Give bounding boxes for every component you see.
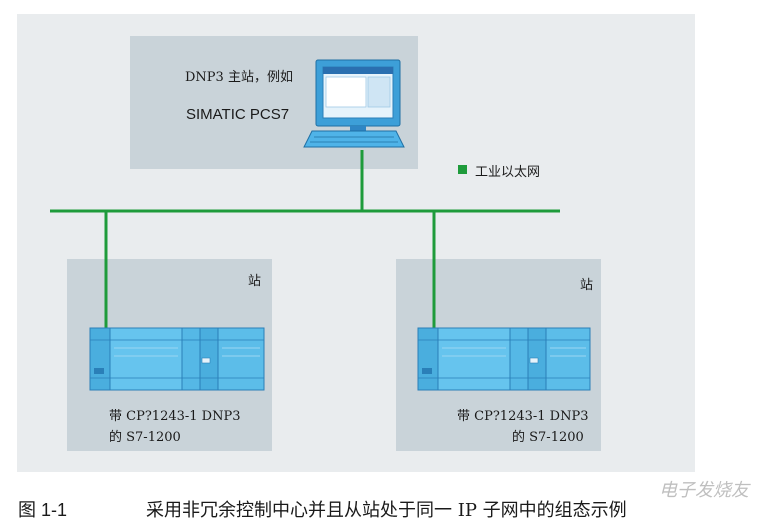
watermark: 电子发烧友	[659, 480, 749, 501]
plc-device-right	[417, 327, 591, 391]
station-desc-left-line1: 带 CP?1243-1 DNP3	[109, 409, 241, 424]
station-desc-right-line1: 带 CP?1243-1 DNP3	[457, 409, 589, 424]
figure-caption: 采用非冗余控制中心并且从站处于同一 IP 子网中的组态示例	[146, 500, 627, 521]
station-desc-right-line2: 的 S7-1200	[512, 430, 584, 445]
ethernet-legend-label: 工业以太网	[475, 165, 541, 180]
station-desc-left-line2: 的 S7-1200	[109, 430, 181, 445]
figure-number: 图 1-1	[18, 500, 68, 520]
station-label-left: 站	[248, 274, 262, 289]
ethernet-legend-swatch	[458, 165, 467, 174]
station-label-right: 站	[580, 278, 594, 293]
pc-computer-icon	[303, 59, 405, 148]
master-station-label: DNP3 主站，例如	[185, 70, 293, 85]
ethernet-network	[50, 150, 560, 330]
master-station-name: SIMATIC PCS7	[186, 106, 290, 123]
plc-device-left	[89, 327, 265, 391]
